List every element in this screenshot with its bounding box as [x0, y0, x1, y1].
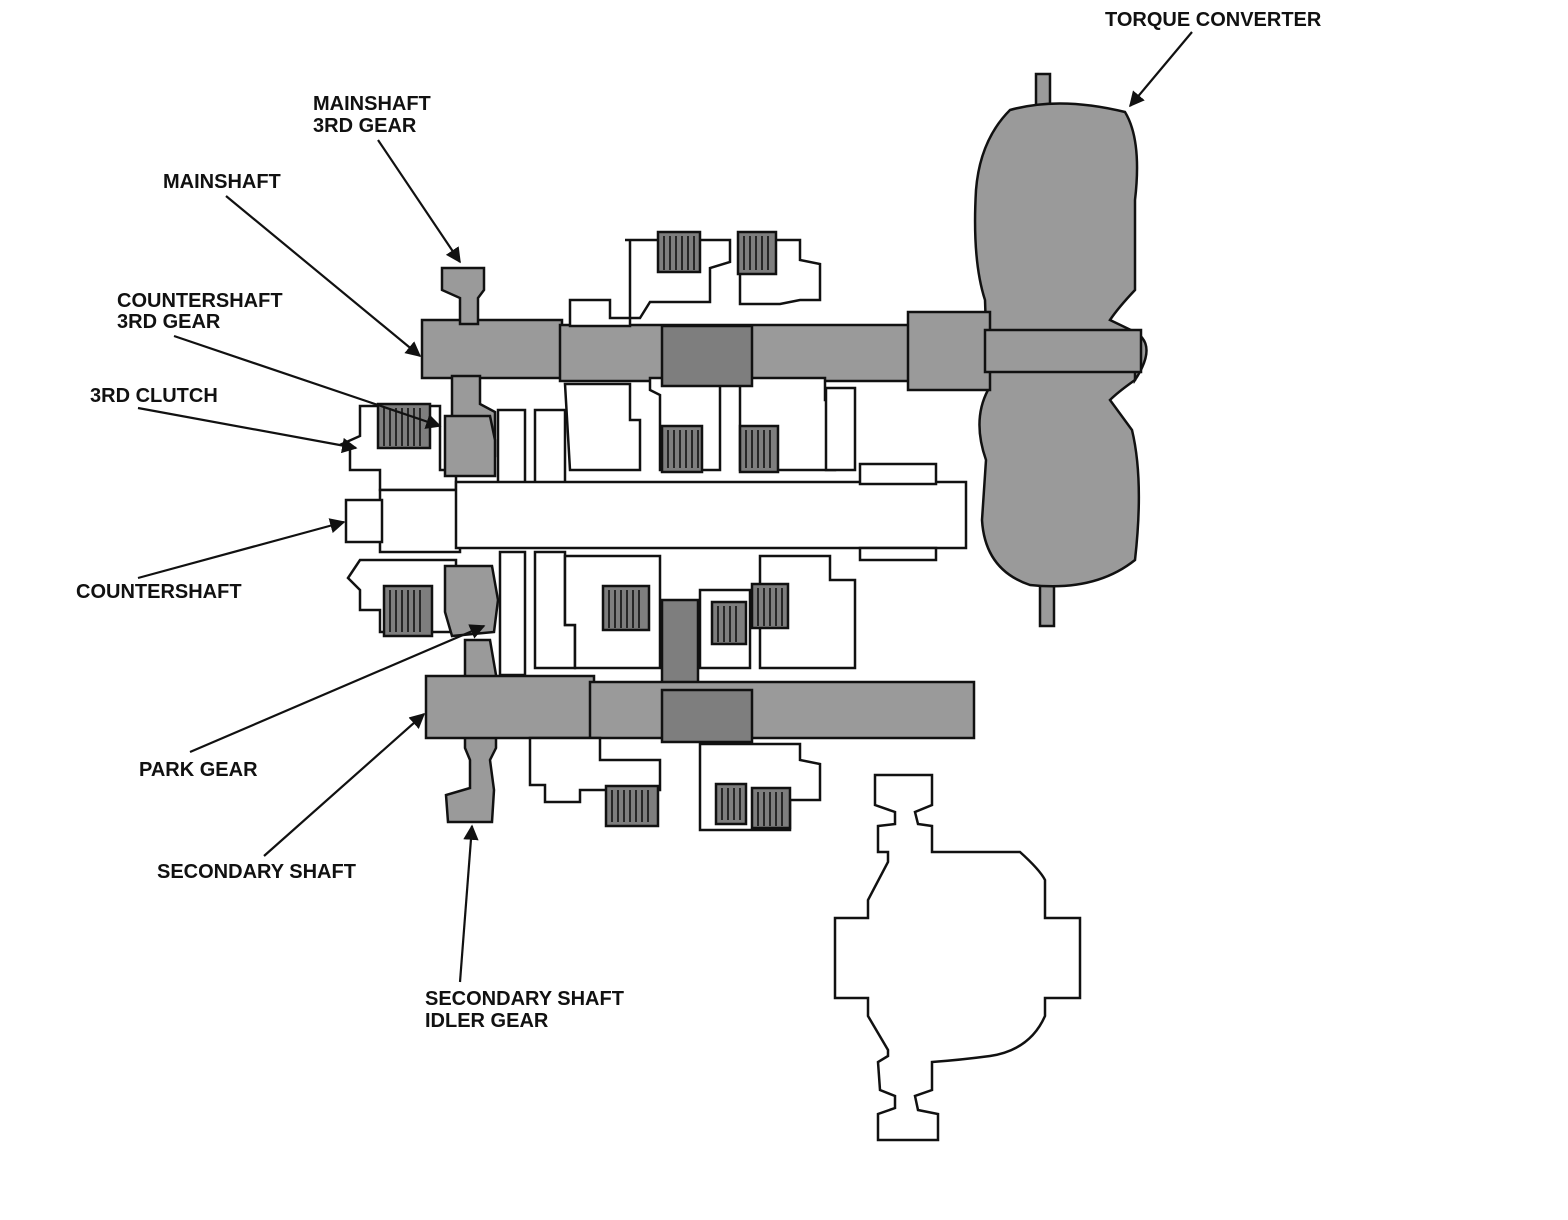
leader-mainshaft [225, 195, 422, 357]
label-countershaft-3rd-gear-line1: COUNTERSHAFT [117, 290, 283, 312]
lower-clutch-pack [498, 550, 857, 688]
leader-lines [137, 31, 1193, 983]
label-park-gear: PARK GEAR [139, 759, 258, 781]
leader-countershaft-3rd-gear [173, 334, 442, 429]
label-secondary-shaft-idler-gear-line2: IDLER GEAR [425, 1010, 549, 1032]
leader-mainshaft-3rd-gear [377, 139, 461, 264]
label-countershaft: COUNTERSHAFT [76, 581, 242, 603]
label-mainshaft-3rd-gear-line2: 3RD GEAR [313, 115, 417, 137]
label-torque-converter: TORQUE CONVERTER [1105, 9, 1322, 31]
label-mainshaft-3rd-gear-line1: MAINSHAFT [313, 93, 431, 115]
secondary-lower-gears [528, 736, 822, 832]
leader-torque-converter [1129, 31, 1193, 108]
label-3rd-clutch: 3RD CLUTCH [90, 385, 218, 407]
leader-countershaft [137, 518, 346, 580]
leader-secondary-shaft [263, 712, 426, 857]
leader-secondary-shaft-idler-gear [458, 824, 479, 983]
label-countershaft-3rd-gear-line2: 3RD GEAR [117, 311, 221, 333]
label-secondary-shaft-idler-gear-line1: SECONDARY SHAFT [425, 988, 624, 1010]
differential-assembly [833, 773, 1082, 1142]
part-labels: TORQUE CONVERTER MAINSHAFT 3RD GEAR MAIN… [76, 9, 1322, 1032]
secondary-shaft-assembly [424, 638, 976, 824]
countershaft-assembly [344, 462, 968, 562]
upper-clutch-plates [656, 230, 780, 474]
label-secondary-shaft: SECONDARY SHAFT [157, 861, 356, 883]
leader-park-gear [189, 624, 486, 754]
label-mainshaft: MAINSHAFT [163, 171, 281, 193]
leader-3rd-clutch [137, 406, 358, 454]
